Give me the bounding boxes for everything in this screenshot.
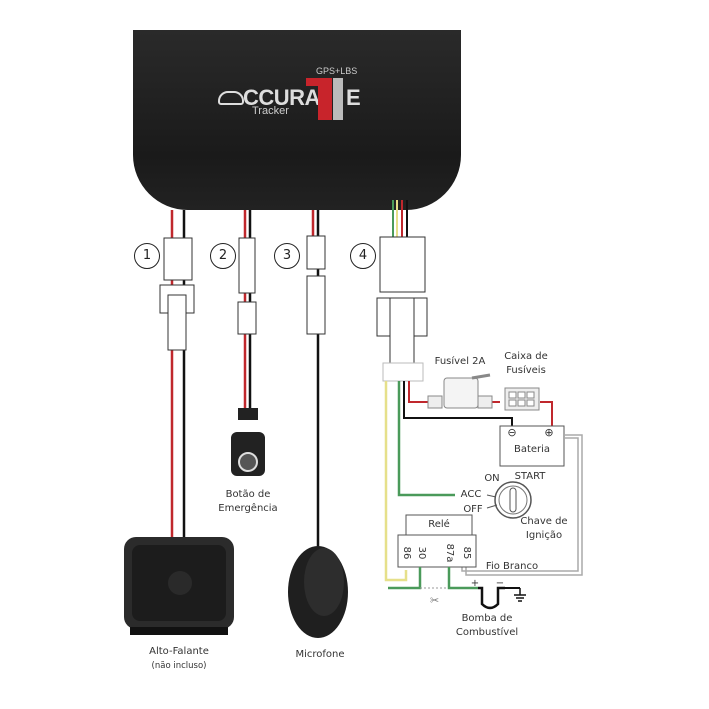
fuel-pump-label: Bomba de Combustível [455, 613, 519, 638]
fuel-pump-icon [478, 586, 526, 610]
battery-negative-icon: ⊖ [507, 426, 517, 439]
brand-t-top [306, 78, 332, 86]
microphone-label: Microfone [295, 649, 345, 660]
speaker-label: Alto-Falante (não incluso) [149, 646, 209, 671]
device-brand-suffix: E [346, 85, 361, 110]
connector-1-badge: 1 [134, 243, 160, 269]
battery-label: Bateria [513, 444, 551, 455]
emergency-button-label: Botão de Emergência [218, 489, 278, 514]
fuse-box-icon [504, 387, 540, 411]
connector-1-wires [159, 210, 195, 540]
fuse-2a-icon [427, 373, 493, 409]
ignition-on-label: ON [484, 473, 500, 484]
battery-positive-icon: ⊕ [544, 426, 554, 439]
ignition-acc-label: ACC [460, 489, 482, 500]
brand-t-gray [333, 78, 343, 120]
relay-label: Relé [428, 519, 450, 530]
fuel-pump-plus: + [470, 578, 480, 589]
speaker-icon [124, 537, 234, 635]
relay-box [397, 514, 477, 568]
device-tagline: GPS+LBS [316, 66, 358, 76]
relay-pin-85: 85 [461, 546, 472, 560]
fuel-pump-minus: − [495, 578, 505, 589]
connector-2-wires [237, 210, 257, 410]
connector-3-badge: 3 [274, 243, 300, 269]
microphone-icon [288, 546, 348, 638]
ignition-off-label: OFF [463, 504, 483, 515]
brand-t-mark [318, 78, 332, 120]
battery-box [499, 425, 565, 467]
relay-pin-30: 30 [416, 546, 427, 560]
fuse-label: Fusível 2A [434, 356, 486, 367]
relay-pin-87a: 87a [444, 543, 455, 563]
white-wire-label: Fio Branco [485, 561, 539, 572]
relay-pin-86: 86 [401, 546, 412, 560]
gps-tracker-device [133, 30, 461, 210]
fuse-box-label: Caixa de Fusíveis [504, 351, 548, 376]
ignition-switch-label: Chave de Ignição [520, 516, 568, 541]
connector-3-wires [306, 210, 326, 550]
ignition-switch-icon [486, 481, 532, 519]
ignition-start-label: START [514, 471, 546, 482]
connector-2-badge: 2 [210, 243, 236, 269]
cut-scissors-icon: ✂ [430, 594, 439, 607]
connector-4-wires [376, 200, 553, 582]
car-logo-icon [218, 91, 244, 105]
connector-4-badge: 4 [350, 243, 376, 269]
device-subtitle: Tracker [252, 105, 289, 117]
emergency-button-icon [231, 408, 265, 476]
device-brand: CCURA [243, 85, 320, 110]
